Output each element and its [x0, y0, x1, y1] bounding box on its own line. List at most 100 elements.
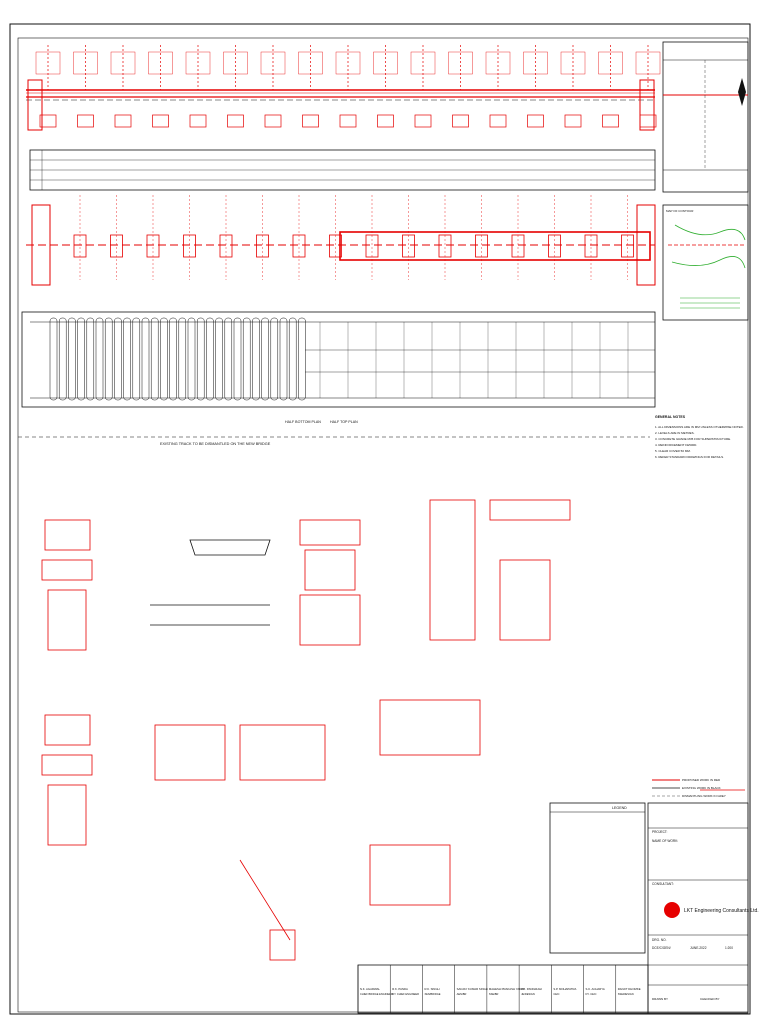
- sleeper: [169, 317, 177, 401]
- pier-cap: [414, 114, 432, 128]
- signatory-name: R.K. SINGH: [424, 987, 439, 991]
- signatory-name: R.K. PANDA: [392, 987, 408, 991]
- key-map: [662, 41, 749, 193]
- sleeper: [233, 317, 242, 401]
- notes-heading: GENERAL NOTES: [655, 415, 686, 419]
- signatory-role: AEN/BR: [457, 992, 467, 996]
- sleeper: [261, 317, 269, 401]
- sleeper: [86, 317, 95, 401]
- pier-cap: [302, 114, 319, 128]
- pier-cap: [264, 114, 282, 128]
- signatory-role: SSE/DESIGN: [618, 992, 634, 996]
- note-line: 4. REINFORCEMENT FE500D.: [655, 443, 698, 447]
- pier-cap: [114, 114, 132, 128]
- consultant-label: CONSULTANT:: [652, 882, 674, 886]
- legend-item-3: DISMANTLING WORK IN GREY: [682, 794, 726, 798]
- map-label: MAP OF CONTOUR: [666, 209, 694, 213]
- plan-pier: [73, 234, 87, 258]
- label-block: [635, 51, 661, 75]
- note-line: 5. CLEAR COVER 50 MM.: [655, 449, 691, 453]
- sleeper: [206, 317, 214, 401]
- plan-pier: [621, 234, 634, 258]
- sleeper: [252, 317, 260, 401]
- plan-pier: [402, 234, 415, 258]
- sleeper: [132, 317, 141, 401]
- bridge-plan: [26, 195, 656, 286]
- label-block: [485, 51, 511, 75]
- label-block: [35, 51, 61, 75]
- sleeper: [178, 317, 187, 401]
- plan-pier: [256, 234, 269, 258]
- title-block: [647, 802, 749, 1014]
- signatory-name: SANJAY KUMAR SINGH: [457, 987, 488, 991]
- plan-pier: [438, 234, 452, 258]
- pier-cap: [564, 114, 582, 128]
- sleeper: [141, 317, 150, 401]
- sheet-inner-border: [17, 37, 749, 1013]
- sleeper: [288, 317, 297, 401]
- checked-by-label: CHECKED BY: [700, 997, 720, 1001]
- plan-pier: [548, 234, 561, 258]
- bridge-elevation: [26, 45, 661, 131]
- drg-no-label: DRG. NO.: [652, 938, 667, 942]
- project-label: PROJECT:: [652, 830, 668, 834]
- sleeper: [196, 317, 205, 401]
- signatory-role: SSE/BR: [489, 992, 499, 996]
- sleeper: [114, 317, 122, 401]
- half-plan: [21, 311, 656, 408]
- sleeper: [224, 317, 233, 401]
- sleeper: [104, 317, 113, 401]
- plan-pier: [183, 234, 196, 258]
- name-of-work-label: NAME OF WORK:: [652, 839, 678, 843]
- label-block: [523, 51, 548, 75]
- sleeper: [187, 317, 196, 401]
- signatory-name: S.P. MOHAPATRA: [553, 987, 576, 991]
- sleeper: [77, 317, 85, 401]
- half-top-plan-caption: HALF TOP PLAN: [330, 420, 358, 424]
- pier-cap: [152, 114, 169, 128]
- sleeper: [95, 317, 104, 401]
- plan-pier: [475, 234, 488, 258]
- pier-cap: [189, 114, 207, 128]
- signatory-name: RANJIT DHOMKE: [618, 987, 641, 991]
- legend-item-1: PROPOSED WORK IN RED: [682, 778, 721, 782]
- label-block: [335, 51, 361, 75]
- label-block: [73, 51, 98, 75]
- signatory-role: CE/C: [553, 992, 559, 996]
- pier-cap: [602, 114, 619, 128]
- label-block: [223, 51, 248, 75]
- pier-cap: [227, 114, 244, 128]
- label-block: [598, 51, 623, 75]
- label-block: [448, 51, 473, 75]
- legend-title: LEGEND: [612, 806, 627, 810]
- sleeper: [160, 317, 168, 401]
- company-name: LKT Engineering Consultants Ltd.: [684, 908, 759, 914]
- drawing-scale: 1:200: [725, 946, 733, 950]
- sleeper: [49, 317, 58, 401]
- legend-item-2: EXISTING WORK IN BLACK: [682, 786, 721, 790]
- section-details: [41, 499, 571, 961]
- plan-pier: [292, 234, 306, 258]
- signatory-role: XEN/BRIDGE: [424, 992, 440, 996]
- note-line: 1. ALL DIMENSIONS ARE IN MM UNLESS OTHER…: [655, 425, 744, 429]
- sleeper: [215, 317, 223, 401]
- company-logo-icon: [664, 902, 680, 918]
- plan-pier: [511, 234, 525, 258]
- sleeper: [150, 317, 159, 401]
- drawn-by-label: DRAWN BY: [652, 997, 668, 1001]
- label-block: [560, 51, 586, 75]
- pier-cap: [377, 114, 394, 128]
- pier-cap: [527, 114, 544, 128]
- label-block: [260, 51, 286, 75]
- legend-lines: [652, 779, 745, 797]
- long-section-band: [29, 149, 656, 191]
- sleeper: [68, 317, 76, 401]
- label-block: [185, 51, 211, 75]
- sleeper: [279, 317, 288, 401]
- legend-box: [549, 802, 646, 954]
- pier-cap: [39, 114, 57, 128]
- plan-pier: [365, 234, 379, 258]
- drawing-date: JUNE-2022: [690, 946, 707, 950]
- plan-pier: [110, 234, 123, 258]
